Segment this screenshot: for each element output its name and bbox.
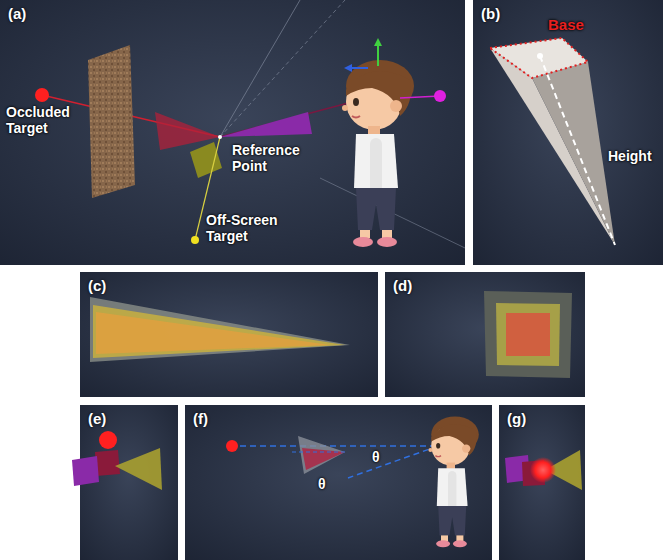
point-label: Reference Point — [232, 142, 312, 174]
figure-panel: (b) — [473, 0, 663, 265]
figure-panel: (g) — [499, 405, 585, 560]
panel-letter: (e) — [88, 411, 106, 428]
panel-letter: (a) — [8, 6, 26, 23]
angle-label: θ — [372, 449, 380, 465]
figure-panel: (f) — [185, 405, 492, 560]
panel-letter: (d) — [393, 278, 412, 295]
panel-letter: (c) — [88, 278, 106, 295]
target-label: Occluded Target — [6, 104, 78, 136]
height-label: Height — [608, 148, 652, 164]
target-label: Off-Screen Target — [206, 212, 296, 244]
panel-letter: (g) — [507, 411, 526, 428]
panel-letter: (f) — [193, 411, 208, 428]
figure-panel: (c) — [80, 272, 378, 397]
panel-letter: (b) — [481, 6, 500, 23]
angle-label: θ — [318, 476, 326, 492]
base-label: Base — [548, 16, 584, 33]
figure-panel: (e) — [80, 405, 178, 560]
figure-panel: (d) — [385, 272, 585, 397]
